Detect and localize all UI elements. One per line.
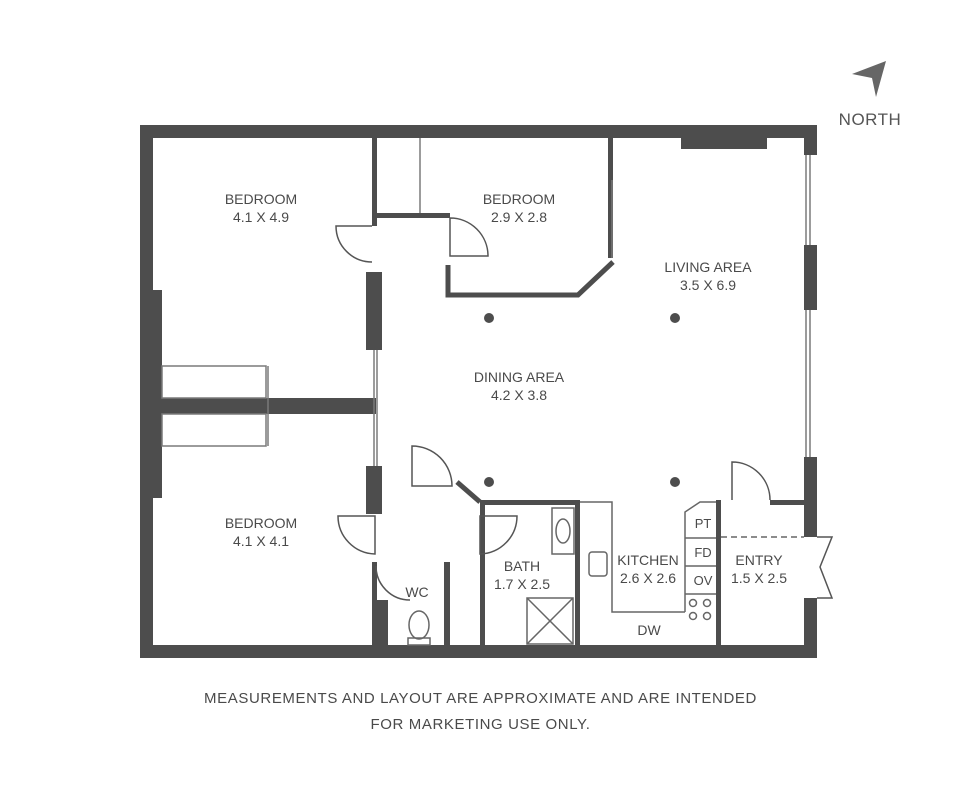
disclaimer-line-2: FOR MARKETING USE ONLY. <box>370 716 591 733</box>
living-name: LIVING AREA <box>664 259 752 275</box>
bath-dims: 1.7 X 2.5 <box>494 576 550 592</box>
window-frames <box>805 155 811 457</box>
interior-walls <box>162 138 804 645</box>
room-labels: BEDROOM 4.1 X 4.9 BEDROOM 2.9 X 2.8 BEDR… <box>225 191 787 638</box>
entry-dims: 1.5 X 2.5 <box>731 570 787 586</box>
north-label: NORTH <box>839 110 902 129</box>
closets <box>161 138 613 466</box>
bedroom-center-dims: 2.9 X 2.8 <box>491 209 547 225</box>
pantry-label: PT <box>695 516 712 531</box>
north-compass: NORTH <box>839 61 902 129</box>
fridge-label: FD <box>694 545 711 560</box>
dining-name: DINING AREA <box>474 369 565 385</box>
bedroom-sw-name: BEDROOM <box>225 515 297 531</box>
dishwasher-label: DW <box>637 622 661 638</box>
outer-walls <box>140 125 817 658</box>
oven-label: OV <box>694 573 713 588</box>
angled-bedroom-wall <box>445 260 615 504</box>
entry-name: ENTRY <box>735 552 783 568</box>
dining-dims: 4.2 X 3.8 <box>491 387 547 403</box>
bath-name: BATH <box>504 558 540 574</box>
bedroom-sw-dims: 4.1 X 4.1 <box>233 533 289 549</box>
kitchen-dims: 2.6 X 2.6 <box>620 570 676 586</box>
fixtures <box>407 501 804 646</box>
wc-name: WC <box>405 584 428 600</box>
north-arrow-icon <box>852 61 886 97</box>
bedroom-center-name: BEDROOM <box>483 191 555 207</box>
bedroom-nw-name: BEDROOM <box>225 191 297 207</box>
columns <box>484 313 680 487</box>
door-swings <box>335 217 834 601</box>
disclaimer-line-1: MEASUREMENTS AND LAYOUT ARE APPROXIMATE … <box>204 690 757 707</box>
bedroom-nw-dims: 4.1 X 4.9 <box>233 209 289 225</box>
kitchen-name: KITCHEN <box>617 552 678 568</box>
living-dims: 3.5 X 6.9 <box>680 277 736 293</box>
